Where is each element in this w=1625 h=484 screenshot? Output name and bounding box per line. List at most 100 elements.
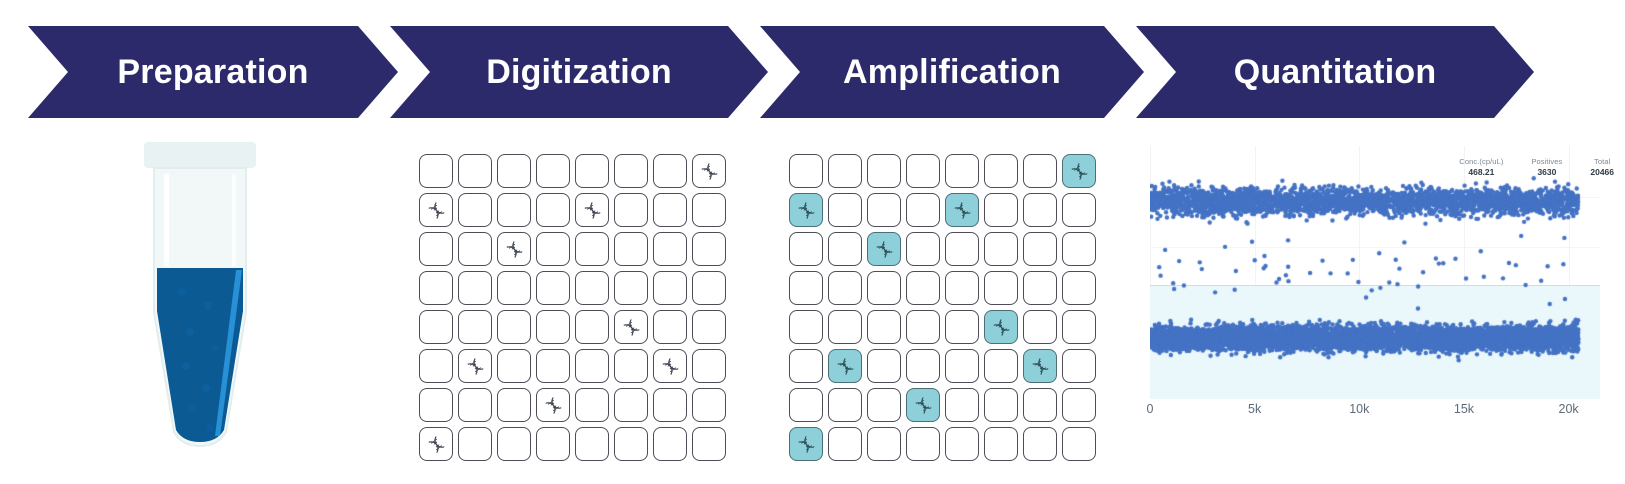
grid-cell-empty — [458, 193, 492, 227]
grid-cell-empty — [419, 349, 453, 383]
grid-cell-empty — [1023, 427, 1057, 461]
grid-cell-empty — [906, 349, 940, 383]
grid-cell-empty — [614, 388, 648, 422]
dna-helix-icon — [954, 201, 970, 219]
grid-cell-dna — [497, 232, 531, 266]
grid-cell-empty — [458, 232, 492, 266]
grid-cell-empty — [867, 271, 901, 305]
grid-cell-empty — [828, 427, 862, 461]
stat-concentration: Conc.(cp/uL) 468.21 — [1459, 156, 1503, 178]
grid-cell-empty — [906, 193, 940, 227]
grid-cell-empty — [575, 427, 609, 461]
grid-cell-empty — [828, 271, 862, 305]
grid-cell-empty — [945, 349, 979, 383]
grid-cell-empty — [828, 310, 862, 344]
grid-cell-empty — [575, 349, 609, 383]
grid-cell-empty — [419, 271, 453, 305]
grid-cell-empty — [789, 349, 823, 383]
grid-cell-empty — [575, 271, 609, 305]
grid-cell-empty — [614, 427, 648, 461]
grid-cell-empty — [653, 310, 687, 344]
grid-cell-empty — [1062, 193, 1096, 227]
grid-cell-empty — [497, 154, 531, 188]
grid-cell-empty — [692, 427, 726, 461]
grid-cell-empty — [828, 232, 862, 266]
grid-cell-empty — [692, 310, 726, 344]
grid-cell-dna — [419, 427, 453, 461]
dna-helix-icon — [915, 396, 931, 414]
grid-cell-empty — [1023, 193, 1057, 227]
grid-cell-empty — [497, 271, 531, 305]
dna-helix-icon — [798, 201, 814, 219]
grid-cell-dna — [458, 349, 492, 383]
x-tick-label: 0 — [1146, 402, 1154, 416]
grid-cell-empty — [536, 271, 570, 305]
grid-cell-empty — [458, 154, 492, 188]
scatter-points — [1150, 146, 1600, 399]
grid-cell-empty — [536, 232, 570, 266]
workflow-step-quantitation[interactable]: Quantitation — [1136, 26, 1534, 118]
step-label-amplification: Amplification — [843, 52, 1061, 91]
grid-cell-empty — [984, 349, 1018, 383]
grid-cell-empty — [614, 154, 648, 188]
grid-cell-empty — [497, 388, 531, 422]
grid-cell-empty — [536, 310, 570, 344]
grid-cell-dna — [789, 427, 823, 461]
grid-cell-empty — [828, 193, 862, 227]
grid-cell-empty — [906, 271, 940, 305]
step-label-digitization: Digitization — [486, 52, 672, 91]
grid-cell-empty — [458, 388, 492, 422]
grid-cell-empty — [984, 154, 1018, 188]
workflow-step-amplification[interactable]: Amplification — [760, 26, 1144, 118]
grid-cell-dna — [789, 193, 823, 227]
grid-cell-empty — [692, 232, 726, 266]
grid-cell-empty — [945, 310, 979, 344]
grid-cell-empty — [1062, 232, 1096, 266]
grid-cell-empty — [419, 154, 453, 188]
grid-cell-empty — [906, 427, 940, 461]
microcentrifuge-tube-icon — [144, 142, 256, 448]
grid-cell-empty — [497, 349, 531, 383]
grid-cell-empty — [984, 388, 1018, 422]
grid-cell-empty — [1023, 310, 1057, 344]
dna-helix-icon — [701, 162, 717, 180]
grid-cell-empty — [984, 427, 1018, 461]
dna-helix-icon — [623, 318, 639, 336]
workflow-step-preparation[interactable]: Preparation — [28, 26, 398, 118]
x-tick-label: 5k — [1248, 402, 1262, 416]
grid-cell-empty — [945, 232, 979, 266]
scatter-plot-area — [1150, 146, 1600, 399]
grid-cell-empty — [536, 349, 570, 383]
dna-helix-icon — [1071, 162, 1087, 180]
grid-cell-empty — [614, 232, 648, 266]
grid-cell-empty — [692, 349, 726, 383]
grid-cell-empty — [1062, 349, 1096, 383]
grid-cell-empty — [653, 232, 687, 266]
grid-cell-empty — [945, 388, 979, 422]
grid-cell-empty — [906, 232, 940, 266]
stat-total-label: Total — [1594, 157, 1611, 166]
dna-helix-icon — [584, 201, 600, 219]
dna-helix-icon — [662, 357, 678, 375]
grid-cell-empty — [789, 388, 823, 422]
grid-cell-empty — [828, 388, 862, 422]
grid-cell-empty — [536, 154, 570, 188]
workflow-banner: Preparation Digitization Amplification Q… — [0, 26, 1625, 118]
grid-cell-dna — [945, 193, 979, 227]
grid-cell-empty — [945, 271, 979, 305]
dna-helix-icon — [993, 318, 1009, 336]
workflow-step-digitization[interactable]: Digitization — [390, 26, 768, 118]
dna-helix-icon — [798, 435, 814, 453]
grid-cell-empty — [575, 232, 609, 266]
step-label-quantitation: Quantitation — [1233, 52, 1437, 91]
x-tick-label: 15k — [1453, 402, 1475, 416]
grid-cell-empty — [867, 349, 901, 383]
stat-total-value: 20466 — [1590, 167, 1614, 177]
digitization-grid — [419, 154, 726, 461]
stat-positives: Positives 3630 — [1531, 156, 1562, 178]
grid-cell-empty — [653, 154, 687, 188]
grid-cell-empty — [1062, 271, 1096, 305]
grid-cell-empty — [867, 388, 901, 422]
grid-cell-empty — [1023, 271, 1057, 305]
